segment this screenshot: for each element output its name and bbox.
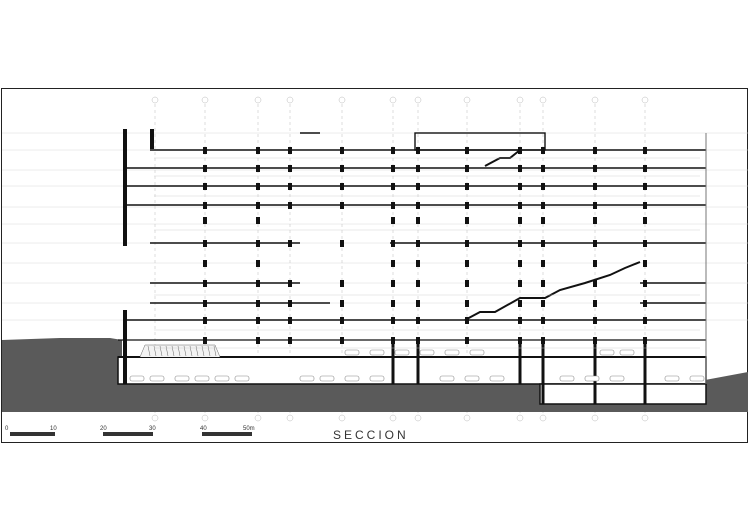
- scale-label-50m: 50m: [243, 426, 255, 432]
- scale-label-40: 40: [200, 426, 207, 432]
- level-lines: [2, 132, 748, 321]
- scale-label-30: 30: [149, 426, 156, 432]
- scale-label-20: 20: [100, 426, 107, 432]
- deep-basement: [539, 383, 707, 405]
- scale-label-0: 0: [5, 426, 9, 432]
- scale-label-10: 10: [50, 426, 57, 432]
- stair-main: [464, 261, 641, 321]
- auditorium-seating: [139, 344, 221, 358]
- basement-cars: [129, 349, 705, 382]
- drawing-frame: [1, 88, 748, 443]
- building-section: [117, 129, 707, 405]
- drawing-title: SECCION: [333, 428, 409, 442]
- scale-bar: 0 10 20 30 40 50m: [5, 426, 255, 436]
